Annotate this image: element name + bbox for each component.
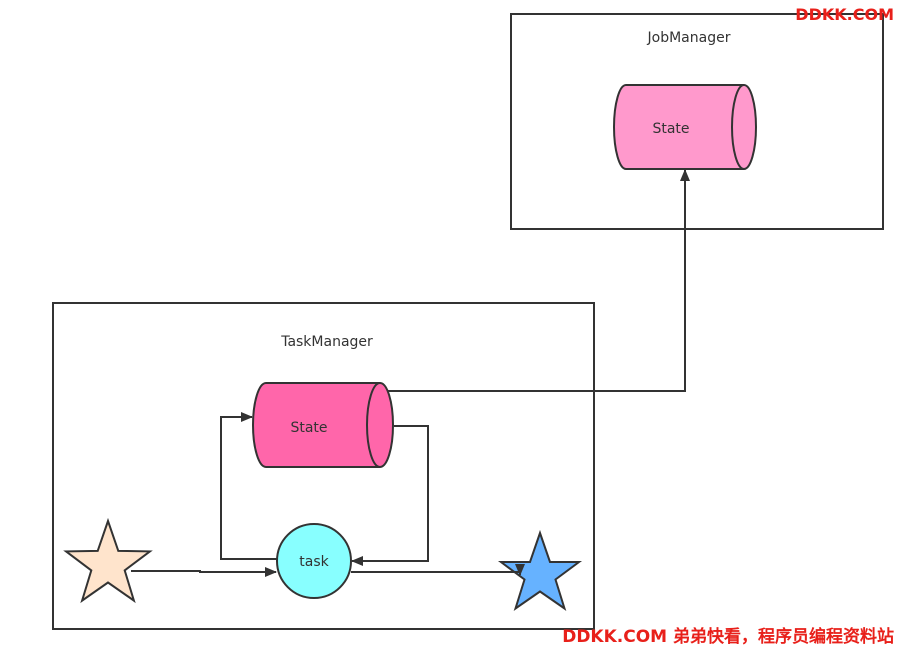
watermark-top: DDKK.COM	[795, 5, 894, 24]
task-manager-state-cylinder: State	[252, 382, 394, 468]
sink-star-icon	[497, 529, 583, 611]
job-manager-title: JobManager	[647, 30, 731, 46]
edge-source-to-task	[131, 567, 277, 577]
job-manager-state-label: State	[652, 121, 689, 137]
task-label: task	[299, 554, 329, 570]
watermark-bottom: DDKK.COM 弟弟快看，程序员编程资料站	[562, 627, 894, 647]
edge-state-to-task	[351, 425, 429, 566]
task-node: task	[276, 523, 352, 599]
edge-task-to-sink	[351, 564, 525, 576]
task-manager-state-label: State	[290, 420, 327, 436]
edge-task-to-state	[220, 412, 277, 560]
edge-state-to-jobmanager	[387, 169, 690, 392]
source-star-icon	[63, 517, 153, 604]
task-manager-title: TaskManager	[280, 334, 373, 350]
job-manager-state-cylinder: State	[613, 84, 757, 170]
